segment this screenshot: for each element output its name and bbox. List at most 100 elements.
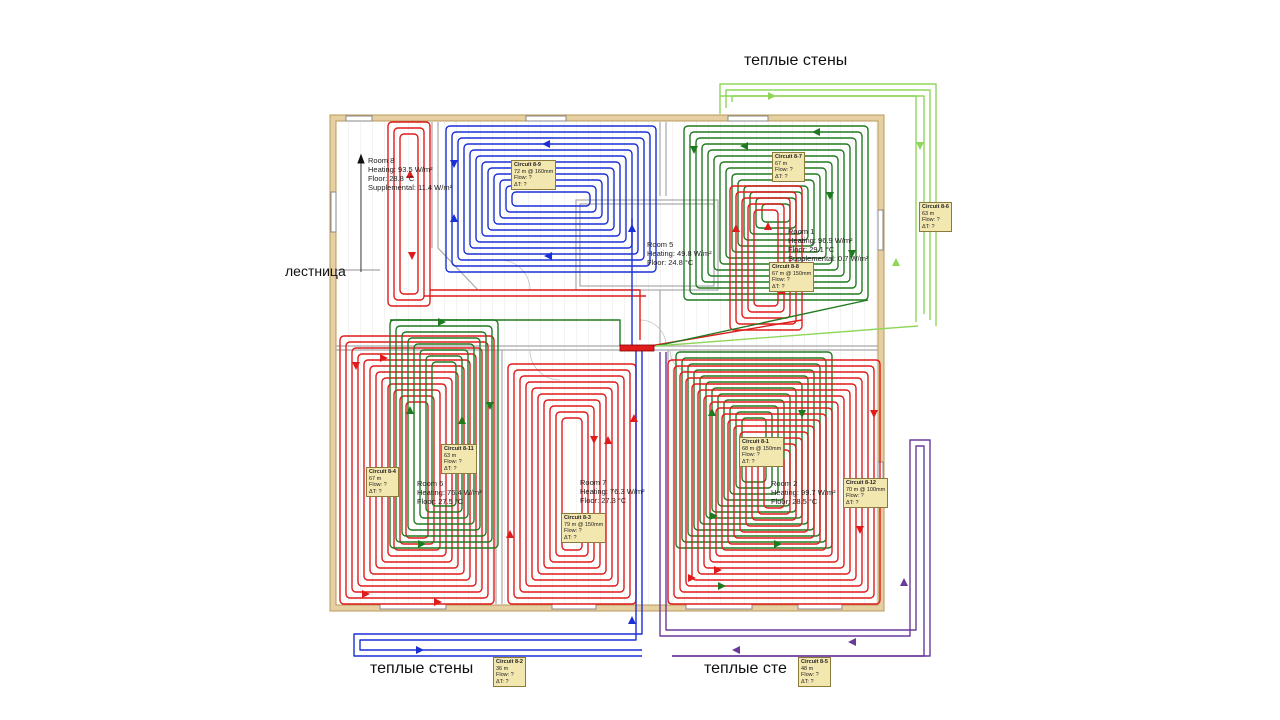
room-heating: Heating: 93.5 W/m² bbox=[368, 165, 433, 174]
flow-arrow bbox=[812, 128, 820, 136]
flow-arrow bbox=[544, 252, 552, 260]
room-floor-temp: Floor: 24.8 °C bbox=[647, 258, 694, 267]
circuit-8-4-room8-loop bbox=[399, 133, 419, 295]
circuit-dt: ΔT: ? bbox=[846, 499, 859, 506]
label-warm-walls-bottom-right: теплые сте bbox=[704, 660, 787, 677]
circuit-tag-8-4[interactable]: Circuit 8-4 67 m Flow: ? ΔT: ? bbox=[366, 467, 399, 498]
circuit-flow: Flow: ? bbox=[369, 482, 387, 489]
room-name: Room 7 bbox=[580, 478, 607, 487]
flow-arrow bbox=[362, 590, 370, 598]
flow-arrow bbox=[450, 214, 458, 222]
circuit-tag-8-2[interactable]: Circuit 8-2 36 m Flow: ? ΔT: ? bbox=[493, 657, 526, 688]
circuit-flow: Flow: ? bbox=[564, 528, 582, 535]
circuit-8-12-loop bbox=[709, 401, 839, 563]
circuit-8-3-loop bbox=[531, 387, 613, 581]
room-name: Room 6 bbox=[417, 479, 444, 488]
flow-arrow bbox=[458, 416, 466, 424]
circuit-8-8-loop bbox=[729, 185, 803, 331]
flow-arrow bbox=[764, 222, 772, 230]
circuit-length: 72 m @ 160mm bbox=[514, 168, 554, 175]
outer-wall bbox=[330, 115, 884, 611]
circuit-8-8-loop bbox=[753, 209, 779, 307]
room-name: Room 2 bbox=[771, 479, 798, 488]
circuit-8-8-loop bbox=[741, 197, 791, 319]
circuit-length: 48 m bbox=[801, 665, 814, 672]
flow-arrow bbox=[798, 410, 806, 418]
circuit-dt: ΔT: ? bbox=[444, 465, 457, 472]
label-stairs: лестница bbox=[285, 263, 346, 279]
flow-arrow bbox=[434, 598, 442, 606]
circuit-8-5-wall bbox=[665, 352, 925, 657]
circuit-name: Circuit 8-11 bbox=[444, 446, 474, 452]
room-name: Room 8 bbox=[368, 156, 395, 165]
flow-arrow bbox=[438, 318, 446, 326]
circuit-8-3-loop bbox=[525, 381, 619, 587]
flow-arrow bbox=[768, 92, 776, 100]
circuit-8-9-loop bbox=[469, 149, 633, 249]
circuit-dt: ΔT: ? bbox=[775, 173, 788, 180]
circuit-dt: ΔT: ? bbox=[742, 458, 755, 465]
stairs-arrow bbox=[357, 153, 365, 272]
circuit-flow: Flow: ? bbox=[496, 672, 514, 679]
circuit-8-12-loop bbox=[733, 425, 815, 539]
label-warm-walls-top: теплые стены bbox=[744, 52, 848, 69]
room-label-6: Room 6 Heating: 76.4 W/m² Floor: 27.5 °C bbox=[417, 479, 482, 506]
circuit-flow: Flow: ? bbox=[922, 217, 940, 224]
circuit-8-11-loop bbox=[407, 337, 481, 531]
circuit-dt: ΔT: ? bbox=[801, 678, 814, 685]
room-label-7: Room 7 Heating: 76.3 W/m² Floor: 27.3 °C bbox=[580, 478, 645, 505]
flow-arrow bbox=[380, 354, 388, 362]
circuit-8-2-wall bbox=[353, 346, 643, 657]
flow-arrow bbox=[732, 646, 740, 654]
circuit-name: Circuit 8-5 bbox=[801, 659, 828, 665]
circuit-flow: Flow: ? bbox=[772, 277, 790, 284]
circuit-8-3-loop bbox=[543, 399, 601, 569]
circuit-8-5-wall bbox=[659, 352, 931, 657]
flow-arrow bbox=[450, 160, 458, 168]
circuit-8-4-room8-loop bbox=[387, 121, 431, 307]
outer-wall-edge bbox=[329, 114, 885, 612]
circuit-name: Circuit 8-4 bbox=[369, 469, 396, 475]
room-label-2: Room 2 Heating: 99.7 W/m² Floor: 28.5 °C bbox=[771, 479, 836, 506]
flow-arrow bbox=[774, 540, 782, 548]
flow-arrow bbox=[688, 574, 696, 582]
feed-8-6 bbox=[655, 325, 919, 347]
circuit-8-4-loop bbox=[399, 395, 435, 545]
pipe-circuits bbox=[339, 83, 937, 657]
circuit-8-4-room8-loop bbox=[393, 127, 425, 301]
room-floor-temp: Floor: 28.8 °C bbox=[368, 174, 415, 183]
circuit-dt: ΔT: ? bbox=[564, 534, 577, 541]
circuit-tag-8-11[interactable]: Circuit 8-11 63 m Flow: ? ΔT: ? bbox=[441, 444, 477, 475]
flow-arrow bbox=[714, 566, 722, 574]
circuit-tag-8-8[interactable]: Circuit 8-8 67 m @ 150mm Flow: ? ΔT: ? bbox=[769, 262, 815, 293]
circuit-8-11-loop bbox=[413, 343, 475, 525]
flow-arrow bbox=[916, 142, 924, 150]
circuit-tag-8-3[interactable]: Circuit 8-3 79 m @ 150mm Flow: ? ΔT: ? bbox=[561, 513, 607, 544]
circuit-flow: Flow: ? bbox=[742, 452, 760, 459]
circuit-tag-8-7[interactable]: Circuit 8-7 67 m Flow: ? ΔT: ? bbox=[772, 152, 805, 183]
circuit-tag-8-12[interactable]: Circuit 8-12 70 m @ 100mm Flow: ? ΔT: ? bbox=[843, 478, 889, 509]
circuit-tag-8-5[interactable]: Circuit 8-5 48 m Flow: ? ΔT: ? bbox=[798, 657, 831, 688]
circuit-tag-8-9[interactable]: Circuit 8-9 72 m @ 160mm Flow: ? ΔT: ? bbox=[511, 160, 557, 191]
circuit-8-11-loop bbox=[401, 331, 487, 537]
circuit-flow: Flow: ? bbox=[514, 175, 532, 182]
circuit-length: 70 m @ 100mm bbox=[846, 486, 886, 493]
flow-arrow bbox=[590, 436, 598, 444]
flow-arrow bbox=[628, 616, 636, 624]
circuit-8-3-loop bbox=[555, 411, 589, 557]
circuit-length: 67 m bbox=[369, 475, 382, 482]
circuit-tag-8-6[interactable]: Circuit 8-6 63 m Flow: ? ΔT: ? bbox=[919, 202, 952, 233]
inner-wall-edge bbox=[335, 120, 879, 606]
feed-8-7 bbox=[655, 299, 869, 347]
flow-arrows bbox=[352, 92, 924, 654]
circuit-length: 68 m @ 150mm bbox=[742, 445, 782, 452]
circuit-dt: ΔT: ? bbox=[922, 223, 935, 230]
circuit-length: 67 m bbox=[775, 160, 788, 167]
circuit-tag-8-1[interactable]: Circuit 8-1 68 m @ 150mm Flow: ? ΔT: ? bbox=[739, 437, 785, 468]
circuit-8-6-return bbox=[720, 95, 917, 322]
circuit-length: 67 m @ 150mm bbox=[772, 270, 812, 277]
circuit-8-7-loop bbox=[689, 131, 863, 295]
circuit-8-11-loop bbox=[395, 325, 493, 543]
flow-arrow bbox=[406, 406, 414, 414]
